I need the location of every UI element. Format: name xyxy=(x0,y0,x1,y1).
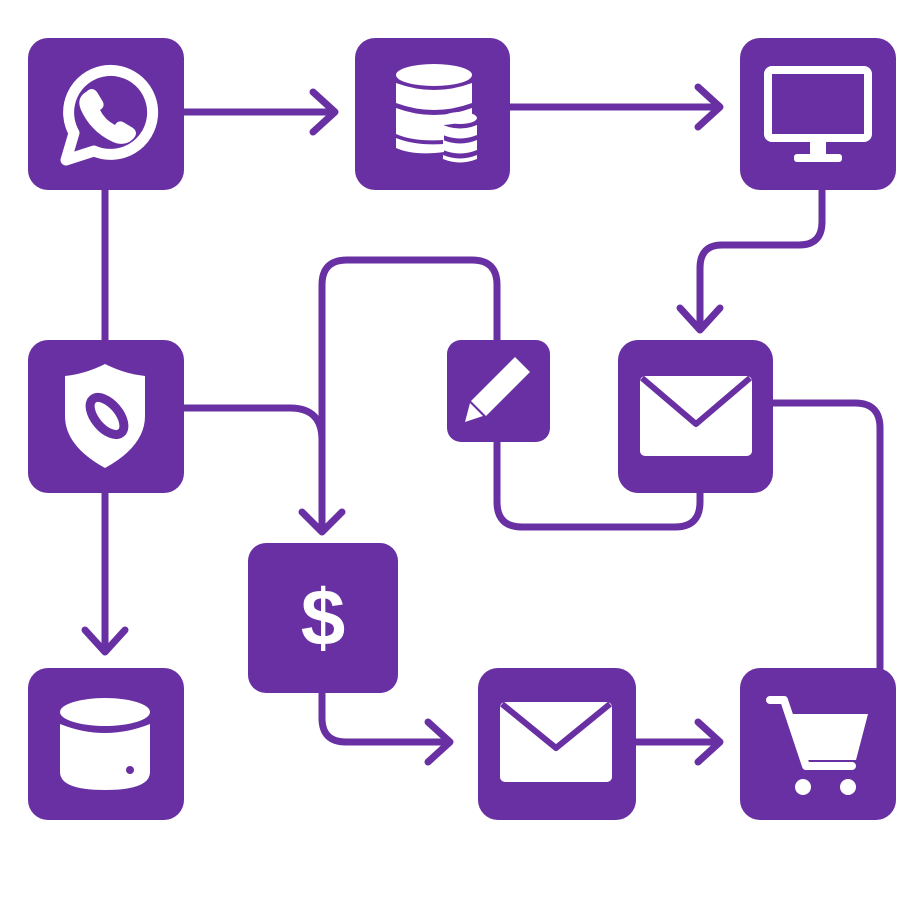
edge-monitor-mail xyxy=(676,186,826,334)
node-whatsapp[interactable] xyxy=(28,38,184,190)
node-mail-middle[interactable] xyxy=(618,340,773,493)
edge-database-monitor xyxy=(506,83,724,131)
monitor-icon xyxy=(764,66,872,162)
edge-shield-database xyxy=(81,489,129,656)
svg-text:$: $ xyxy=(301,573,346,662)
edge-whatsapp-database xyxy=(180,88,339,136)
edge-pencil-mail xyxy=(493,438,704,531)
mail-icon xyxy=(640,375,752,456)
dollar-icon: $ xyxy=(301,573,346,662)
edge-dollar-mail xyxy=(318,689,454,766)
node-cart[interactable] xyxy=(740,668,896,820)
database-icon xyxy=(60,698,150,790)
node-dollar[interactable]: $ xyxy=(248,543,398,693)
edge-pencil-dollar xyxy=(298,256,501,536)
node-database-bottom[interactable] xyxy=(28,668,184,820)
node-shield[interactable] xyxy=(28,340,184,493)
node-pencil[interactable] xyxy=(447,340,550,442)
edge-mail-cart xyxy=(769,399,884,672)
node-database-top[interactable] xyxy=(355,38,510,190)
pencil-icon xyxy=(465,357,530,422)
edge-mail-cart-bottom xyxy=(632,718,724,766)
shield-icon xyxy=(65,364,145,468)
connectors xyxy=(81,83,884,766)
mail-icon xyxy=(500,701,612,782)
node-monitor[interactable] xyxy=(740,38,896,190)
node-mail-bottom[interactable] xyxy=(478,668,636,820)
cart-icon xyxy=(766,696,868,795)
whatsapp-icon xyxy=(60,64,159,166)
database-stack-icon xyxy=(396,64,477,163)
